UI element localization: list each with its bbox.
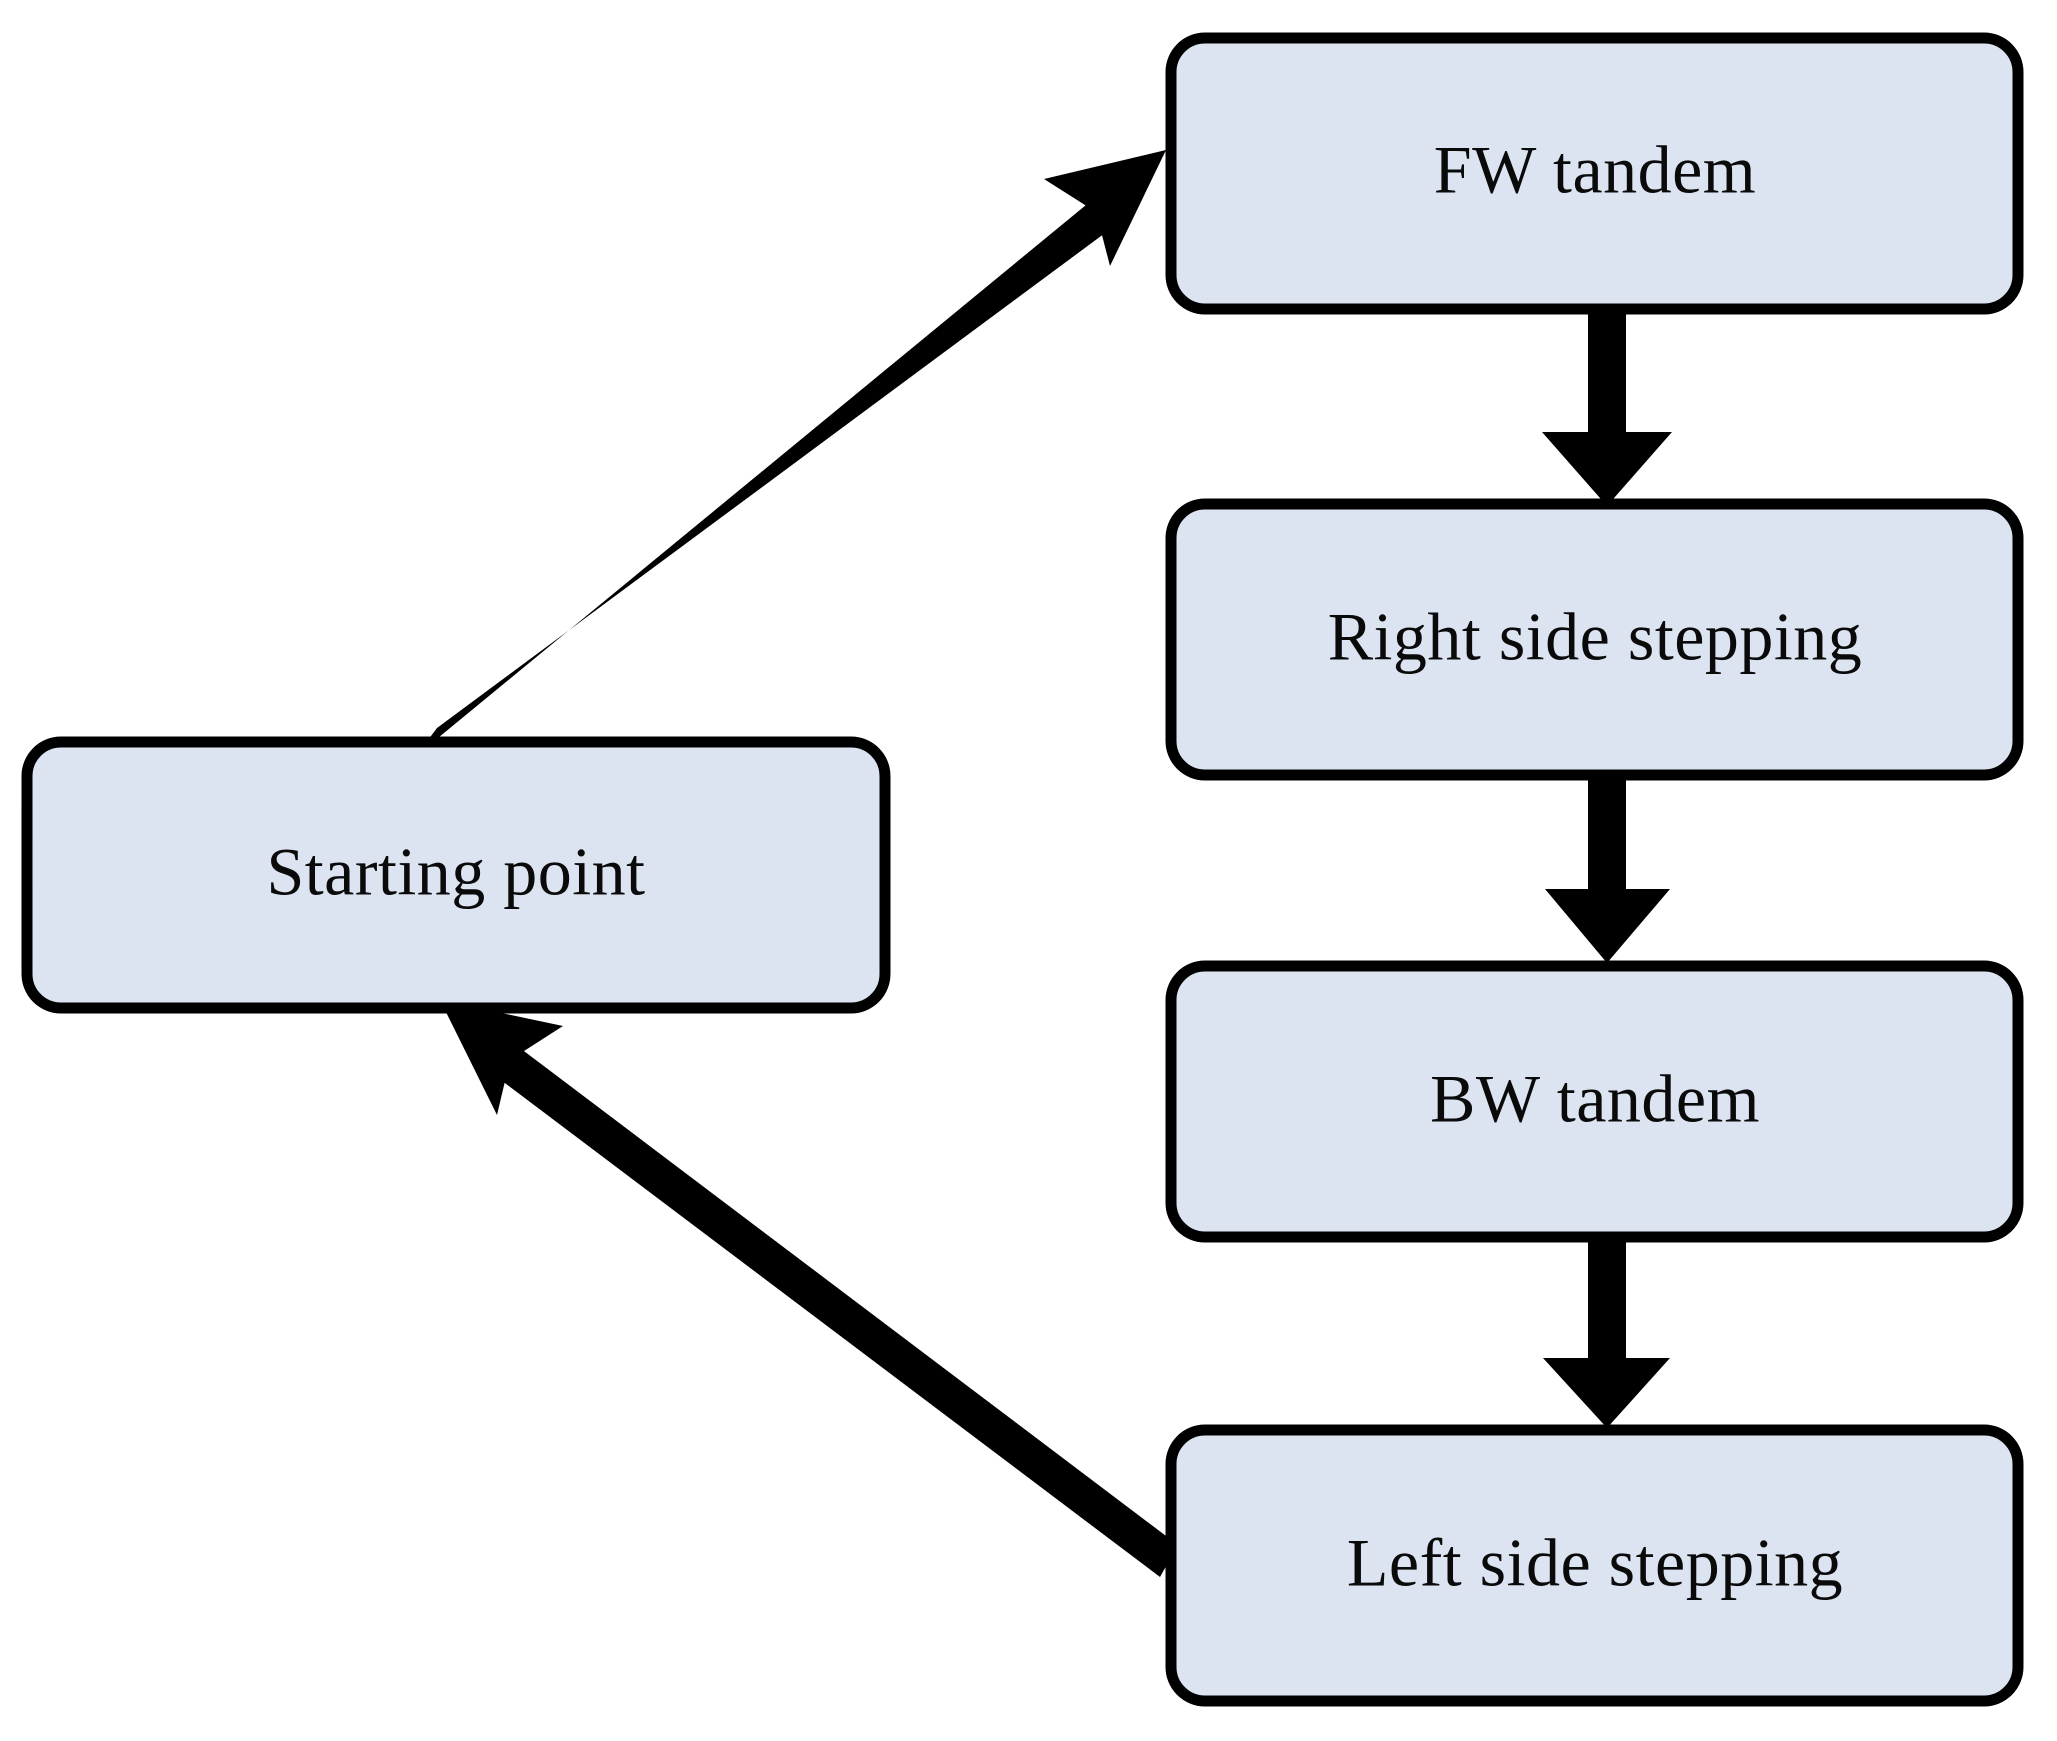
edge-right-side-stepping-to-bw-tandem bbox=[1545, 772, 1670, 963]
node-shape[interactable] bbox=[1165, 1424, 2024, 1707]
node-shape[interactable] bbox=[21, 736, 891, 1014]
edge-fw-tandem-to-right-side-stepping bbox=[1542, 308, 1672, 506]
edge-shaft bbox=[1588, 308, 1626, 438]
node-shape[interactable] bbox=[1165, 498, 2024, 781]
node-right-side-stepping[interactable]: Right side stepping bbox=[1165, 498, 2024, 781]
node-label-right-side-stepping: Right side stepping bbox=[1328, 599, 1863, 675]
arrowhead-down bbox=[1543, 1358, 1670, 1428]
arrowhead-down bbox=[1542, 432, 1672, 506]
node-label-bw-tandem: BW tandem bbox=[1430, 1061, 1760, 1137]
edge-starting-point-to-fw-tandem bbox=[416, 150, 1166, 756]
node-label-starting-point: Starting point bbox=[266, 834, 645, 910]
arrowhead-down bbox=[1545, 889, 1670, 963]
edge-shaft bbox=[416, 191, 1124, 756]
arrowhead-up-right bbox=[1044, 150, 1166, 266]
arrowhead-up-left bbox=[440, 1000, 563, 1115]
edge-shaft bbox=[485, 1036, 1178, 1577]
node-shape[interactable] bbox=[1165, 32, 2024, 315]
node-left-side-stepping[interactable]: Left side stepping bbox=[1165, 1424, 2024, 1707]
node-bw-tandem[interactable]: BW tandem bbox=[1165, 960, 2024, 1243]
node-label-fw-tandem: FW tandem bbox=[1434, 132, 1756, 208]
node-fw-tandem[interactable]: FW tandem bbox=[1165, 32, 2024, 315]
node-starting-point[interactable]: Starting point bbox=[21, 736, 891, 1014]
node-shape[interactable] bbox=[1165, 960, 2024, 1243]
node-label-left-side-stepping: Left side stepping bbox=[1347, 1525, 1843, 1601]
edge-shaft bbox=[1588, 1236, 1626, 1362]
edge-shaft bbox=[1588, 772, 1626, 897]
edge-bw-tandem-to-left-side-stepping bbox=[1543, 1236, 1670, 1428]
edge-left-side-stepping-to-starting-point bbox=[440, 1000, 1178, 1577]
